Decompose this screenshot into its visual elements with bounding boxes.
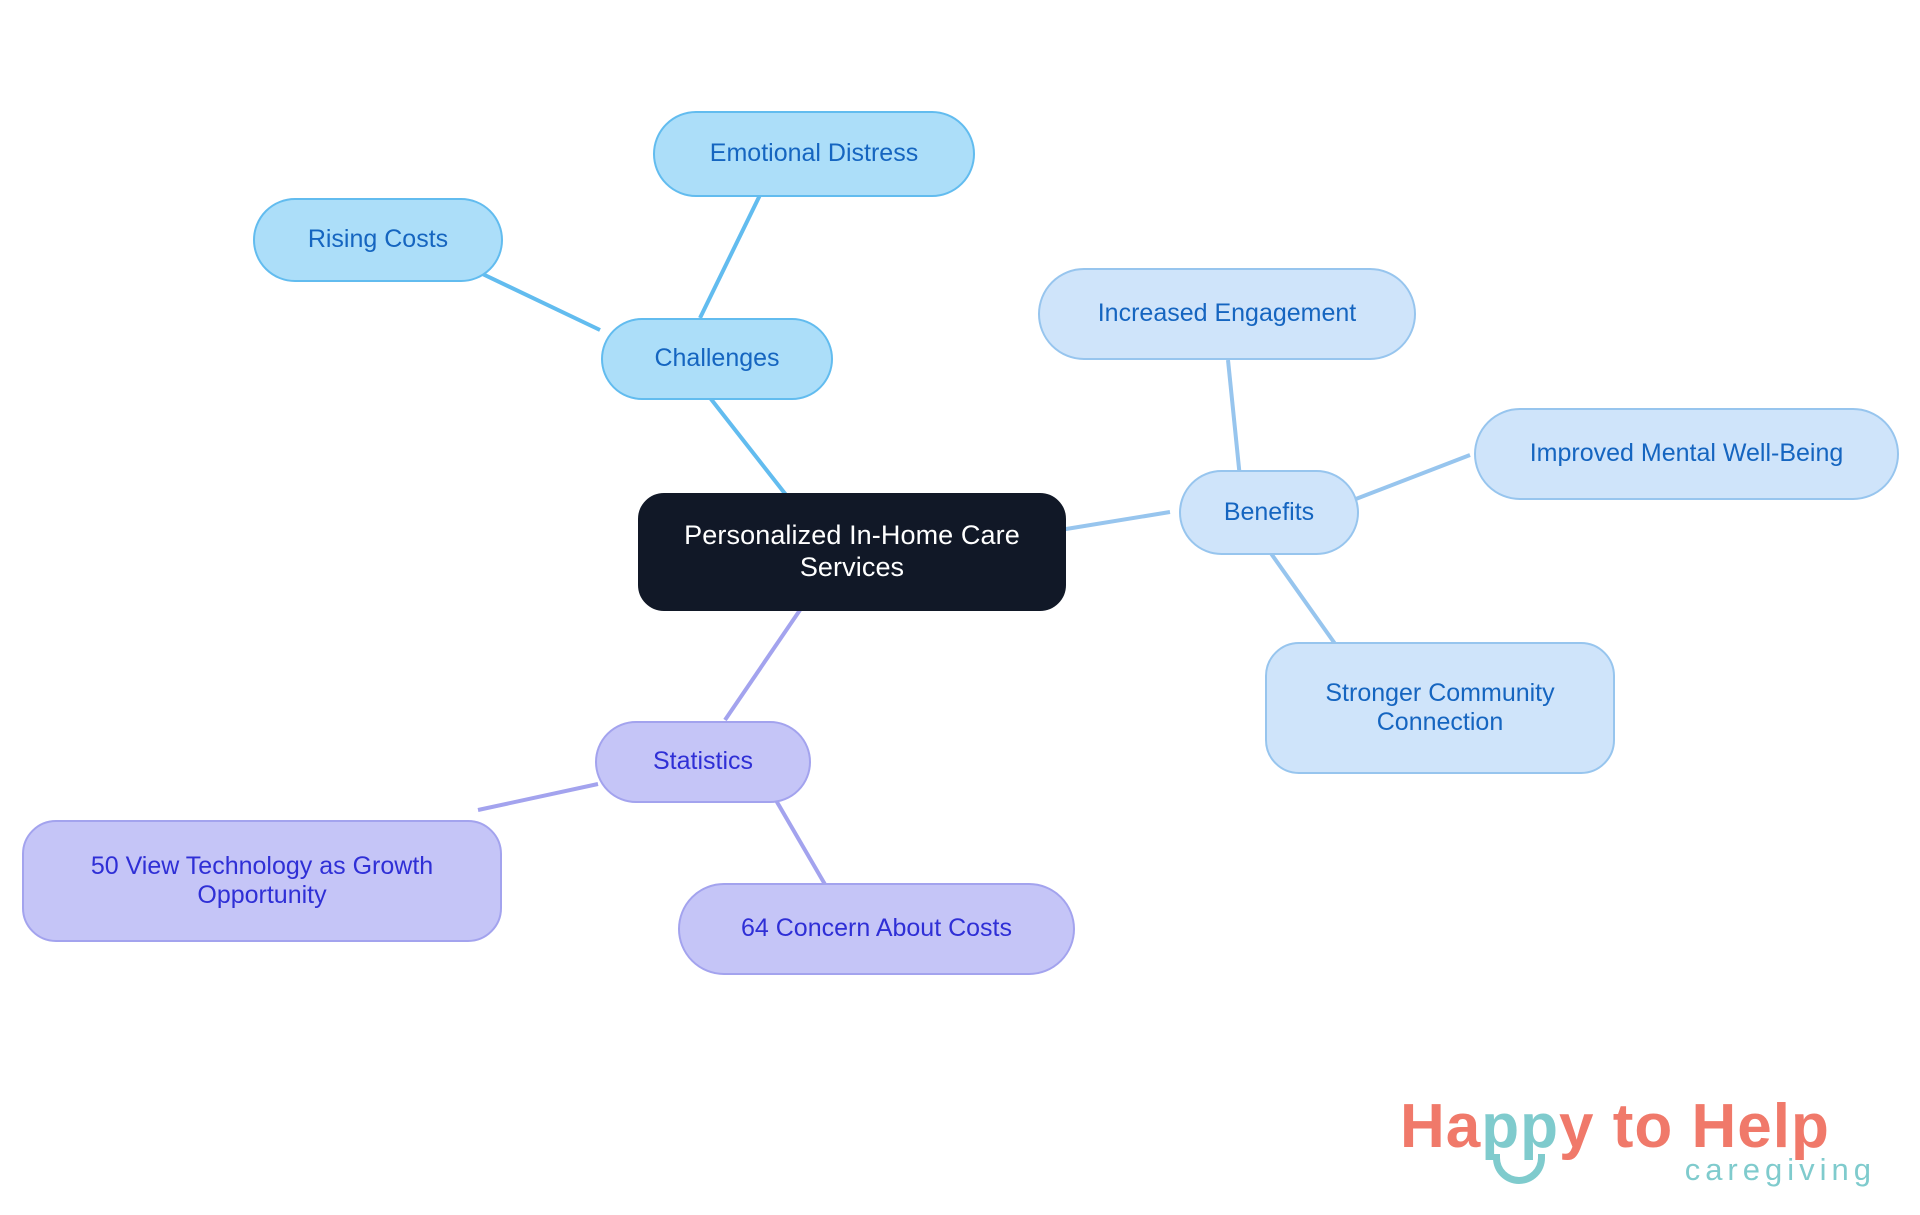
edge-root-statistics [723,608,802,722]
edge-root-challenges [698,383,792,502]
leaf-node-technology-growth-opportunity[interactable]: 50 View Technology as Growth Opportunity [22,820,502,942]
leaf-node-improved-mental-well-being[interactable]: Improved Mental Well-Being [1474,408,1899,500]
branch-node-statistics[interactable]: Statistics [595,721,811,803]
edge-benefits-improved-mental-well-being [1347,453,1471,504]
logo-text-y: y [1559,1092,1595,1161]
leaf-node-rising-costs-label: Rising Costs [307,225,449,254]
leaf-node-concern-about-costs-label: 64 Concern About Costs [741,914,1012,943]
branch-node-challenges[interactable]: Challenges [601,318,833,400]
edge-root-benefits [1059,510,1171,532]
logo-text-to-help: to Help [1594,1092,1830,1161]
branch-node-benefits-label: Benefits [1223,497,1315,526]
logo-tagline: caregiving [1684,1152,1876,1187]
leaf-node-increased-engagement[interactable]: Increased Engagement [1038,268,1416,360]
logo-wordmark: Happy to Help [1400,1096,1830,1158]
leaf-node-emotional-distress-label: Emotional Distress [709,139,919,168]
leaf-node-concern-about-costs[interactable]: 64 Concern About Costs [678,883,1075,975]
root-node[interactable]: Personalized In-Home Care Services [638,493,1066,611]
edge-challenges-rising-costs [469,266,601,332]
root-node-label: Personalized In-Home Care Services [684,520,1020,582]
leaf-node-increased-engagement-label: Increased Engagement [1097,299,1357,328]
edge-benefits-increased-engagement [1226,359,1242,479]
leaf-node-emotional-distress[interactable]: Emotional Distress [653,111,975,197]
edge-statistics-concern-about-costs [768,788,832,895]
leaf-node-stronger-community-connection-label: Stronger Community Connection [1325,678,1555,737]
edge-challenges-emotional-distress [698,194,762,319]
leaf-node-improved-mental-well-being-label: Improved Mental Well-Being [1529,439,1844,468]
smile-icon [1493,1154,1545,1184]
brand-logo: Happy to Help caregiving [1400,1096,1880,1200]
branch-node-benefits[interactable]: Benefits [1179,470,1359,555]
leaf-node-technology-growth-opportunity-label: 50 View Technology as Growth Opportunity [90,851,434,910]
logo-text-ha: Ha [1400,1092,1482,1161]
logo-text-pp: pp [1481,1092,1560,1161]
leaf-node-stronger-community-connection[interactable]: Stronger Community Connection [1265,642,1615,774]
branch-node-statistics-label: Statistics [652,747,754,776]
leaf-node-rising-costs[interactable]: Rising Costs [253,198,503,282]
branch-node-challenges-label: Challenges [654,344,780,373]
edge-statistics-technology-growth [477,782,599,812]
